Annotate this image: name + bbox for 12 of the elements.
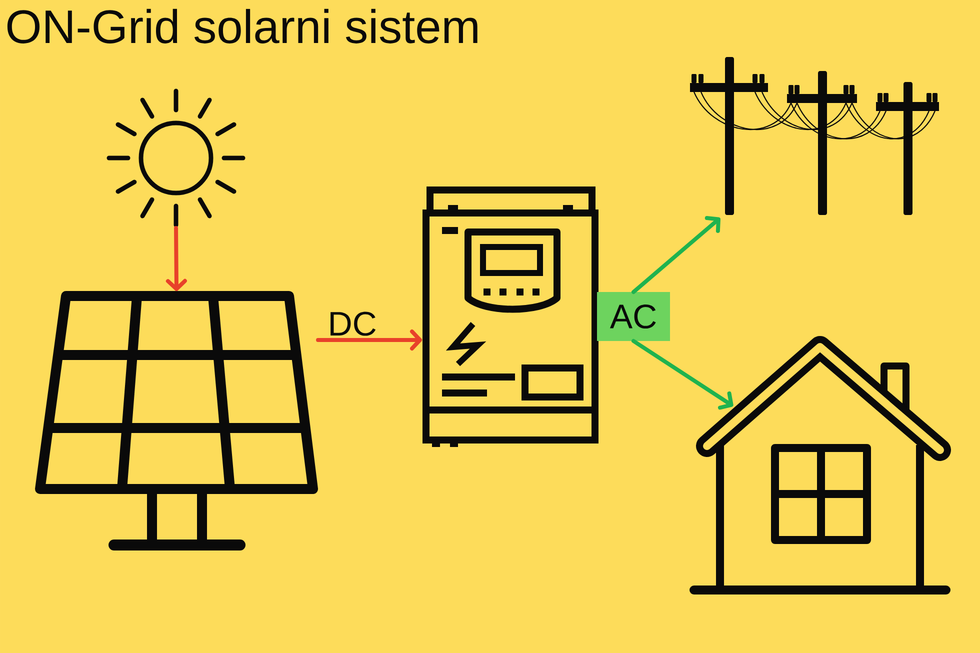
arrow: [316, 330, 422, 350]
power-lines-icon: [690, 57, 939, 215]
sun-icon: [106, 88, 246, 228]
arrow: [632, 216, 720, 294]
arrow: [166, 226, 187, 291]
edge-label: DC: [326, 310, 378, 337]
title: ON-Grid solarni sistem: [7, 8, 478, 44]
house-icon: [690, 336, 951, 594]
label-box: AC: [597, 292, 670, 341]
solar-panel-icon: [35, 291, 318, 550]
arrow: [632, 339, 734, 410]
inverter-icon: [422, 186, 598, 447]
